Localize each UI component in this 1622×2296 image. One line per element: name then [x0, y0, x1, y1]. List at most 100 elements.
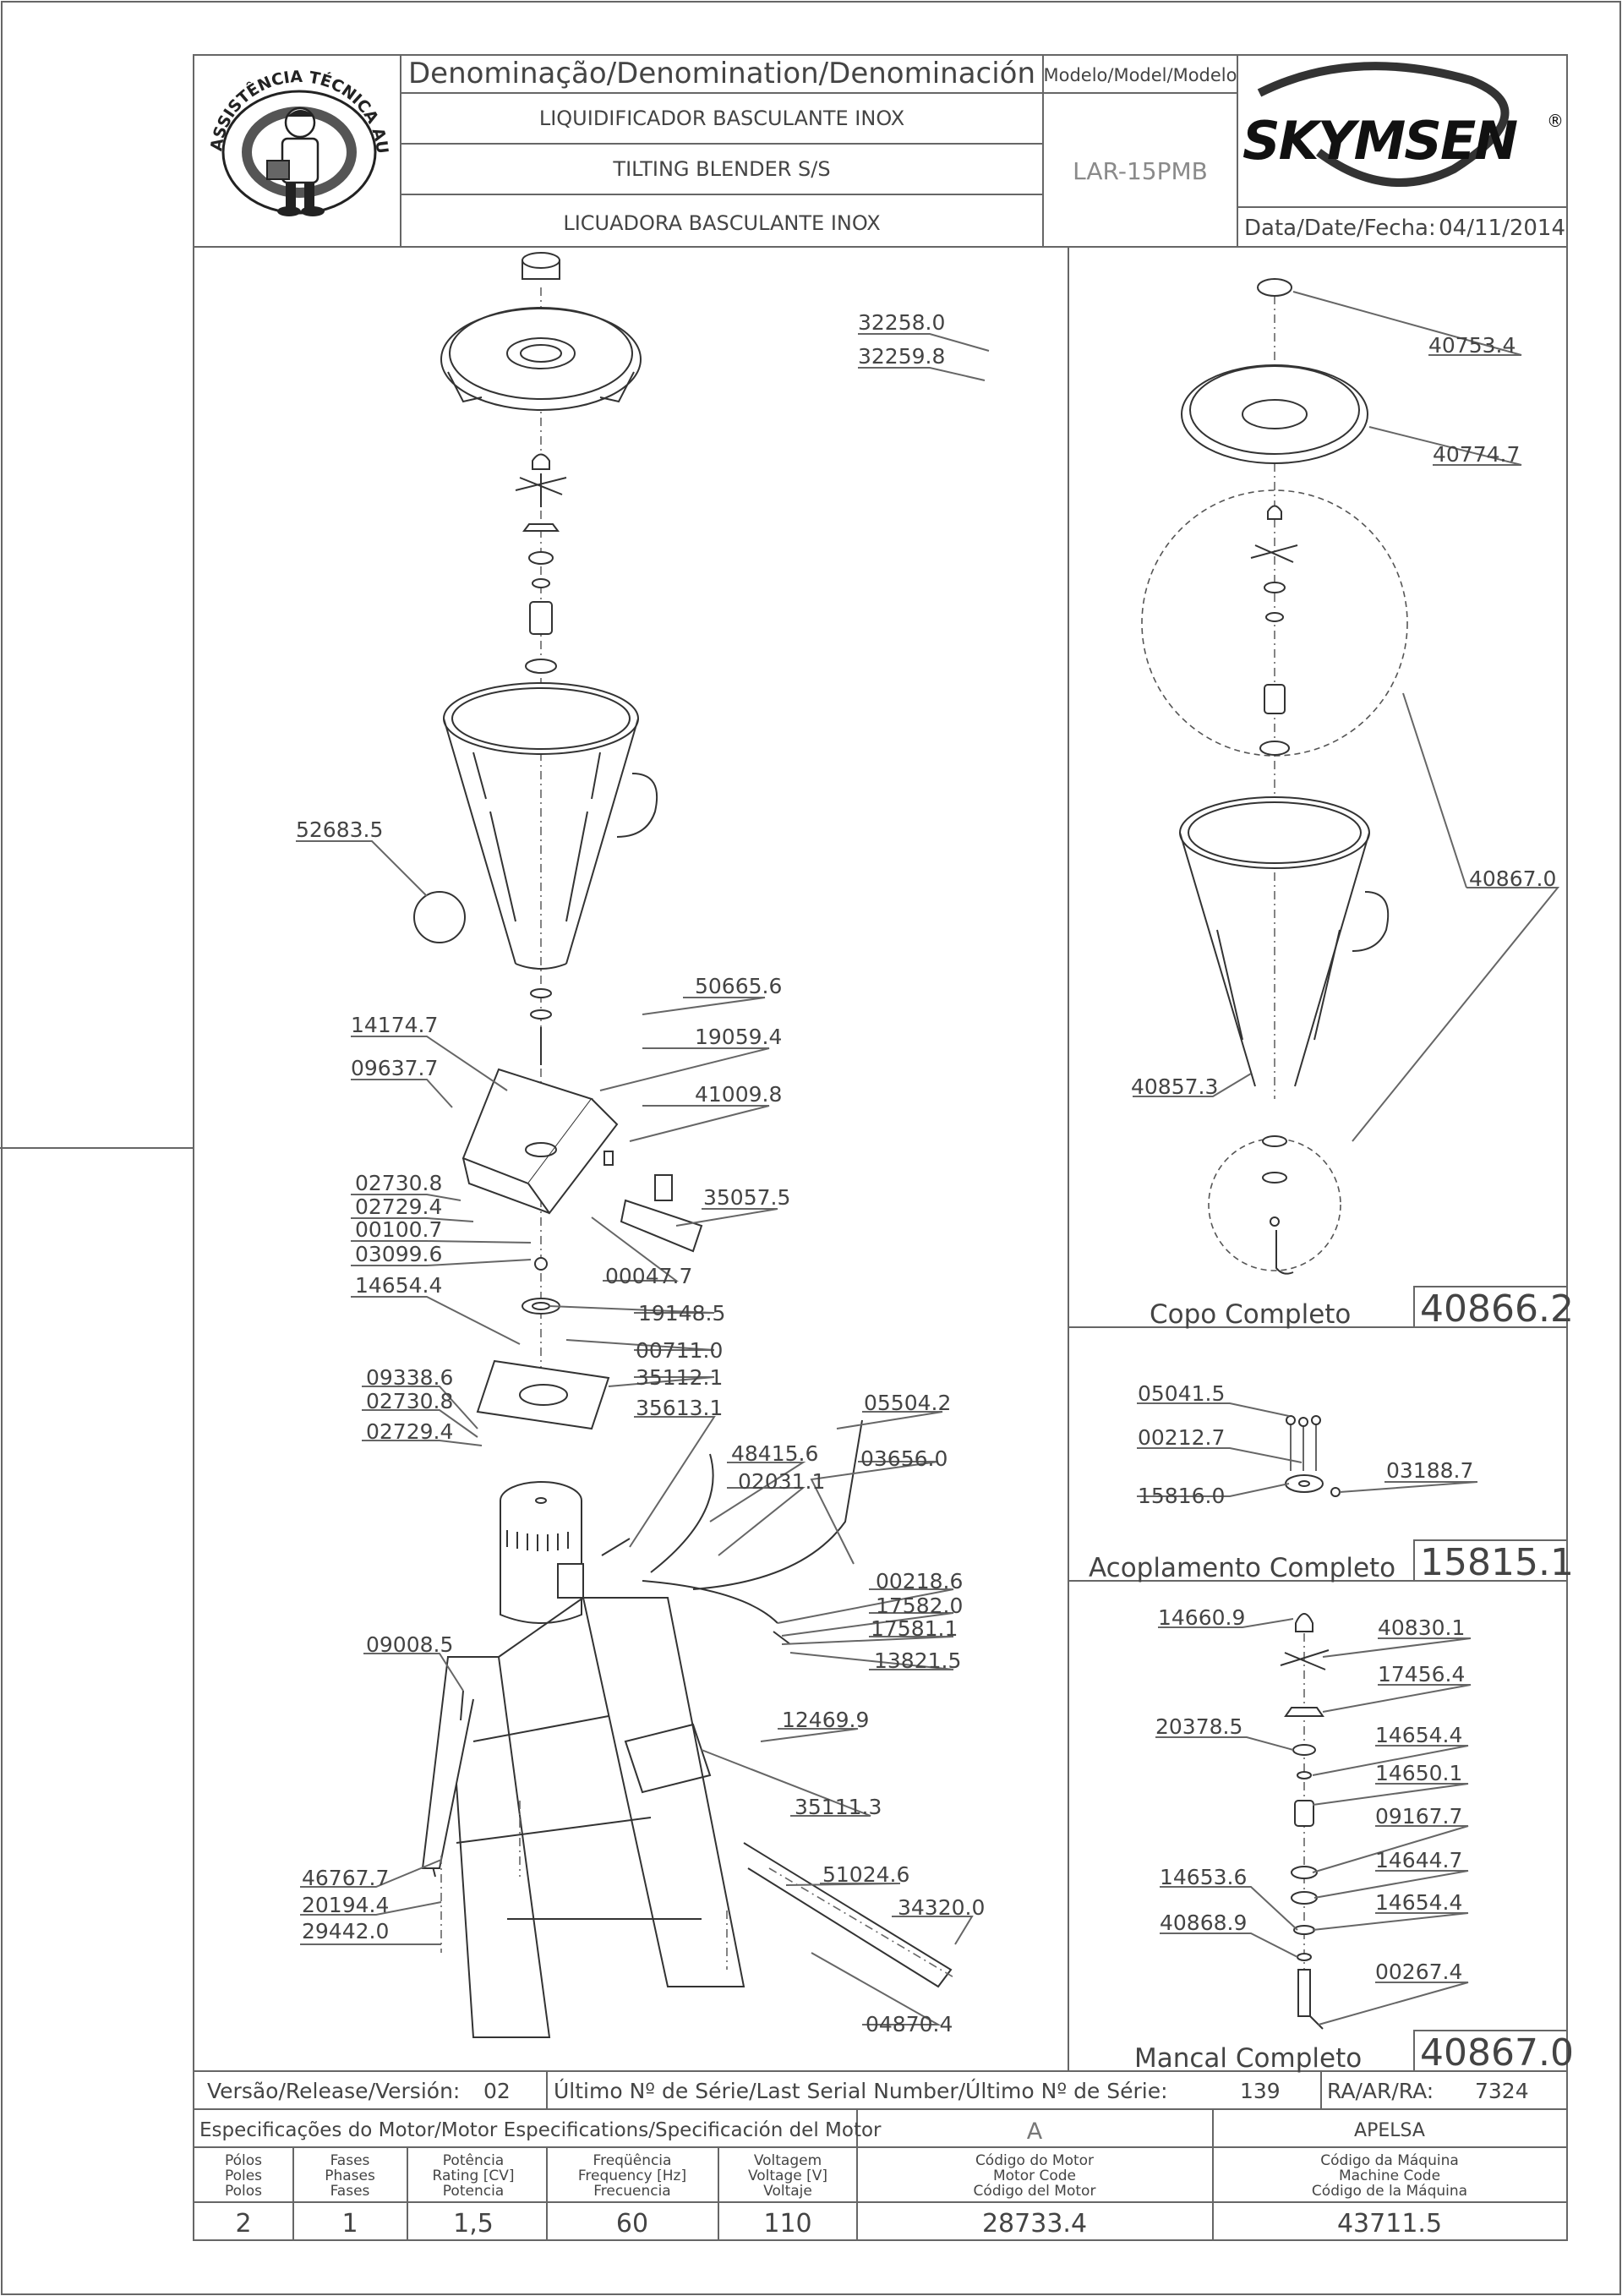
- part-label: 29442.0: [302, 1919, 389, 1943]
- copo-leader-lines: [1133, 291, 1560, 1142]
- part-label: 09637.7: [351, 1056, 438, 1080]
- motor-spec-label: Especificações do Motor/Motor Especifica…: [199, 2119, 882, 2141]
- version-value: 02: [483, 2079, 511, 2103]
- column-header-line: Freqüência: [593, 2152, 672, 2169]
- part-label: 14654.4: [1375, 1723, 1462, 1747]
- motor-spec-column-motor-code: Código do Motor Motor Code Código del Mo…: [974, 2152, 1096, 2239]
- part-label: 32258.0: [858, 310, 945, 335]
- part-label: 13821.5: [874, 1648, 961, 1673]
- acoplamento-completo-code: 15815.1: [1420, 1541, 1574, 1584]
- acoplamento-part-labels: 05041.5 00212.7 03188.7 15816.0: [1138, 1381, 1473, 1508]
- blade-stack-drawing: [515, 453, 567, 674]
- column-value: 1: [341, 2209, 358, 2239]
- part-label: 14654.4: [355, 1273, 442, 1298]
- part-label: 19148.5: [638, 1301, 725, 1326]
- motor-drawing: [500, 1481, 584, 1624]
- part-label: 14654.4: [1375, 1890, 1462, 1915]
- footer: Versão/Release/Versión: 02 Último Nº de …: [199, 2078, 1529, 2239]
- part-label: 02729.4: [366, 1419, 453, 1444]
- mancal-completo-section: [1280, 1613, 1330, 2030]
- part-label: 20378.5: [1155, 1714, 1242, 1739]
- skymsen-logo: SKYMSEN ®: [1242, 62, 1564, 187]
- acoplamento-completo-title: Acoplamento Completo: [1089, 1553, 1395, 1583]
- lid-drawing: [440, 307, 642, 411]
- column-header-line: Rating [CV]: [433, 2168, 515, 2184]
- column-header-line: Código da Máquina: [1320, 2152, 1459, 2169]
- mancal-part-labels: 14660.9 40830.1 17456.4 20378.5 14654.4 …: [1155, 1605, 1465, 1984]
- name-en: TILTING BLENDER S/S: [612, 157, 830, 181]
- serial-label: Último Nº de Série/Last Serial Number/Úl…: [554, 2078, 1168, 2103]
- column-header-line: Potencia: [443, 2183, 504, 2200]
- brand-registered-mark: ®: [1547, 111, 1564, 131]
- motor-spec-column-phases: Fases Phases Fases 1: [325, 2152, 375, 2239]
- part-label: 00100.7: [355, 1217, 442, 1242]
- name-es: LICUADORA BASCULANTE INOX: [563, 211, 880, 235]
- part-label: 03656.0: [860, 1446, 948, 1471]
- part-label: 09167.7: [1375, 1804, 1462, 1829]
- column-header-line: Phases: [325, 2168, 375, 2184]
- column-header-line: Machine Code: [1339, 2168, 1440, 2184]
- column-header-line: Pólos: [225, 2152, 262, 2169]
- ra-label: RA/AR/RA:: [1327, 2079, 1434, 2103]
- part-label: 14174.7: [351, 1013, 438, 1037]
- part-label: 19059.4: [695, 1025, 782, 1049]
- copo-completo-code: 40866.2: [1420, 1287, 1574, 1331]
- part-label: 14644.7: [1375, 1848, 1462, 1872]
- column-header-line: Frecuencia: [593, 2183, 670, 2200]
- part-label: 35111.3: [795, 1795, 882, 1819]
- part-label: 14653.6: [1160, 1865, 1247, 1889]
- copo-completo-section: [1141, 278, 1408, 1275]
- part-label: 40774.7: [1433, 442, 1520, 467]
- part-label: 15816.0: [1138, 1484, 1225, 1508]
- part-label: 04870.4: [866, 2012, 953, 2036]
- acoplamento-leader-lines: [1137, 1402, 1478, 1497]
- motor-variant: A: [1027, 2118, 1043, 2145]
- motor-spec-column-machine-code: Código da Máquina Machine Code Código de…: [1312, 2152, 1467, 2239]
- column-value: 28733.4: [982, 2209, 1087, 2239]
- part-label: 20194.4: [302, 1893, 389, 1917]
- part-label: 51024.6: [822, 1862, 909, 1887]
- top-housing-drawing: [461, 1068, 673, 1215]
- denomination-label: Denominação/Denomination/Denominación: [408, 57, 1035, 90]
- model-number: LAR-15PMB: [1073, 157, 1208, 185]
- column-header-line: Fases: [330, 2183, 370, 2200]
- column-header-line: Voltagem: [754, 2152, 822, 2169]
- part-label: 00212.7: [1138, 1425, 1225, 1450]
- part-label: 03188.7: [1386, 1458, 1473, 1483]
- part-label: 40857.3: [1131, 1074, 1218, 1099]
- part-label: 00711.0: [636, 1338, 723, 1363]
- jar-drawing: [443, 682, 658, 970]
- part-label: 17582.0: [876, 1594, 963, 1618]
- name-pt: LIQUIDIFICADOR BASCULANTE INOX: [539, 107, 904, 130]
- part-label: 14650.1: [1375, 1761, 1462, 1785]
- mancal-leader-lines: [1155, 1618, 1472, 2025]
- part-label: 02729.4: [355, 1194, 442, 1219]
- column-value: 2: [235, 2209, 251, 2239]
- mancal-completo-title: Mancal Completo: [1134, 2043, 1362, 2074]
- ra-value: 7324: [1475, 2079, 1529, 2103]
- motor-spec-column-frequency: Freqüência Frequency [Hz] Frecuencia 60: [578, 2152, 686, 2239]
- column-header-line: Polos: [225, 2183, 262, 2200]
- part-label: 09338.6: [366, 1365, 453, 1390]
- stand-drawing: [421, 1597, 956, 2038]
- part-label: 17456.4: [1378, 1662, 1465, 1686]
- column-header-line: Voltage [V]: [748, 2168, 827, 2184]
- part-label: 02730.8: [355, 1171, 442, 1195]
- part-label: 02031.1: [738, 1469, 825, 1494]
- main-exploded-view: [413, 252, 956, 2038]
- part-label: 50665.6: [695, 974, 782, 998]
- column-value: 43711.5: [1337, 2209, 1442, 2239]
- serial-value: 139: [1240, 2079, 1281, 2103]
- part-label: 05504.2: [864, 1391, 951, 1415]
- column-value: 60: [616, 2209, 648, 2239]
- part-label: 35112.1: [636, 1365, 723, 1390]
- model-label: Modelo/Model/Modelo: [1043, 65, 1237, 85]
- mancal-completo-code: 40867.0: [1420, 2031, 1574, 2075]
- part-label: 02730.8: [366, 1389, 453, 1413]
- date-label: Data/Date/Fecha:: [1244, 216, 1436, 241]
- part-label: 00218.6: [876, 1569, 963, 1594]
- part-label: 35613.1: [636, 1396, 723, 1420]
- main-part-labels: 32258.0 32259.8 52683.5 50665.6 14174.7 …: [296, 310, 985, 2036]
- part-label: 14660.9: [1158, 1605, 1245, 1630]
